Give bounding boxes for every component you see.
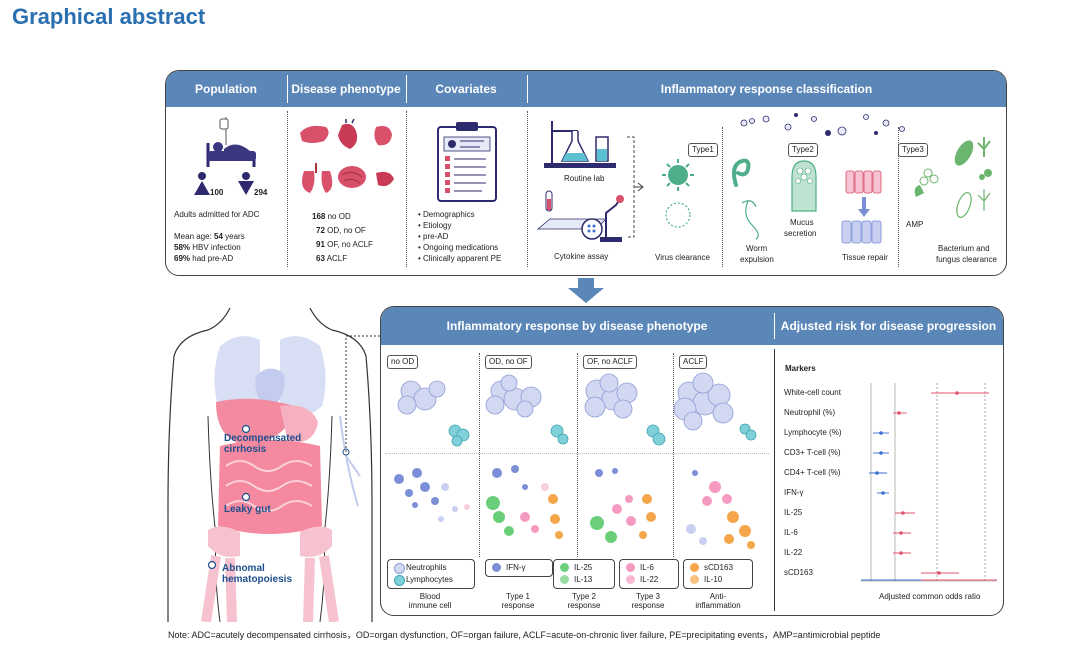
covariate-5: • Clinically apparent PE [418, 254, 502, 263]
amp-label: AMP [906, 220, 924, 229]
cytokine-assay-icon [536, 190, 624, 242]
legend-type1: IFN-γ [485, 559, 553, 577]
covariate-2: • Etiology [418, 221, 452, 230]
forest-marker-9: IL-22 [784, 548, 803, 557]
header-adjusted-risk: Adjusted risk for disease progression [780, 319, 997, 333]
bottom-header-bar: Inflammatory response by disease phenoty… [381, 307, 1003, 345]
cytokine-particles [740, 113, 905, 136]
mucus-cell-icon [791, 160, 817, 212]
clipboard-icon [437, 122, 497, 202]
bacterium-label-1: Bacterium and [938, 244, 990, 253]
footnote: Note: ADC=acutely decompensated cirrhosi… [168, 630, 881, 640]
tag-od-no-of: OD, no OF [485, 355, 532, 369]
bacterium-label-2: fungus clearance [936, 255, 997, 264]
covariate-3: • pre-AD [418, 232, 449, 241]
forest-marker-7: IL-25 [784, 508, 803, 517]
header-covariates: Covariates [435, 82, 497, 96]
top-panel: Population Disease phenotype Covariates … [165, 70, 1007, 276]
population-admitted: Adults admitted for ADC [174, 210, 260, 219]
legend-il13: IL-13 [574, 575, 593, 584]
legend-il6: IL-6 [640, 563, 654, 572]
phenotype-row-4: 63 ACLF [316, 254, 348, 263]
immune-cell-illustrations [394, 372, 757, 549]
female-icon [194, 172, 210, 195]
header-population: Population [195, 82, 257, 96]
type3-tag: Type3 [898, 143, 928, 157]
type2-tag: Type2 [788, 143, 818, 157]
caption-anti: Anti-inflammation [695, 592, 741, 610]
lab-glassware-icon [544, 121, 616, 168]
population-pread: 69% had pre-AD [174, 254, 234, 263]
population-mean-age: Mean age: 54 years [174, 232, 245, 241]
organs-icon [300, 119, 394, 193]
bracket-arrow [627, 136, 644, 238]
covariate-4: • Ongoing medications [418, 243, 499, 252]
legend-il25: IL-25 [574, 563, 593, 572]
phenotype-row-2: 72 OD, no OF [316, 226, 366, 235]
header-classification: Inflammatory response classification [660, 82, 873, 96]
header-disease-phenotype: Disease phenotype [291, 82, 401, 96]
forest-markers-title: Markers [785, 364, 816, 373]
legend-il10: IL-10 [704, 575, 723, 584]
phenotype-row-3: 91 OF, no ACLF [316, 240, 373, 249]
forest-marker-8: IL-6 [784, 528, 798, 537]
legend-il22: IL-22 [640, 575, 659, 584]
legend-anti: sCD163 IL-10 [683, 559, 753, 589]
tag-no-od: no OD [387, 355, 419, 369]
tag-of-no-aclf: OF, no ACLF [583, 355, 637, 369]
routine-lab-label: Routine lab [564, 174, 605, 183]
population-hbv: 58% HBV infection [174, 243, 241, 252]
forest-marker-5: CD4+ T-cell (%) [784, 468, 841, 477]
mucus-label-1: Mucus [790, 218, 814, 227]
page-title: Graphical abstract [12, 4, 206, 29]
covariate-1: • Demographics [418, 210, 475, 219]
type1-tag: Type1 [688, 143, 718, 157]
female-count: 100 [210, 188, 224, 197]
forest-marker-1: White-cell count [784, 388, 841, 397]
legend-type3: IL-6 IL-22 [619, 559, 679, 589]
male-count: 294 [254, 188, 268, 197]
forest-marker-3: Lymphocyte (%) [784, 428, 842, 437]
down-arrow-icon [568, 278, 604, 303]
legend-scd163: sCD163 [704, 563, 733, 572]
tissue-repair-label: Tissue repair [842, 253, 888, 262]
mucus-label-2: secretion [784, 229, 817, 238]
tag-aclf: ACLF [679, 355, 708, 369]
cytokine-assay-label: Cytokine assay [554, 252, 609, 261]
worm-label-2: expulsion [740, 255, 774, 264]
bacteria-icon [914, 137, 992, 218]
legend-lymphocytes: Lymphocytes [406, 575, 453, 584]
human-body-figure [167, 307, 380, 622]
bottom-panel: Inflammatory response by disease phenoty… [380, 306, 1004, 616]
header-response-by-phenotype: Inflammatory response by disease phenoty… [446, 319, 708, 333]
phenotype-row-1: 168 no OD [312, 212, 351, 221]
virus-clearance-label: Virus clearance [655, 253, 710, 262]
forest-xlabel: Adjusted common odds ratio [879, 592, 981, 601]
legend-ifn: IFN-γ [506, 563, 526, 572]
top-header-bar: Population Disease phenotype Covariates … [166, 71, 1006, 107]
forest-marker-4: CD3+ T-cell (%) [784, 448, 841, 457]
forest-marker-6: IFN-γ [784, 488, 804, 497]
forest-plot [861, 383, 997, 582]
forest-marker-10: sCD163 [784, 568, 813, 577]
legend-blood-cells: Neutrophils Lymphocytes [387, 559, 475, 589]
label-leaky-gut: Leaky gut [224, 504, 271, 515]
forest-marker-2: Neutrophil (%) [784, 408, 836, 417]
legend-type2: IL-25 IL-13 [553, 559, 615, 589]
virus-icon [662, 159, 694, 228]
hospital-bed-icon [206, 117, 256, 167]
worm-icon [732, 158, 759, 240]
legend-neutrophils: Neutrophils [406, 563, 447, 572]
tissue-repair-icon [841, 170, 882, 244]
worm-label-1: Worm [746, 244, 768, 253]
male-icon [238, 172, 254, 195]
